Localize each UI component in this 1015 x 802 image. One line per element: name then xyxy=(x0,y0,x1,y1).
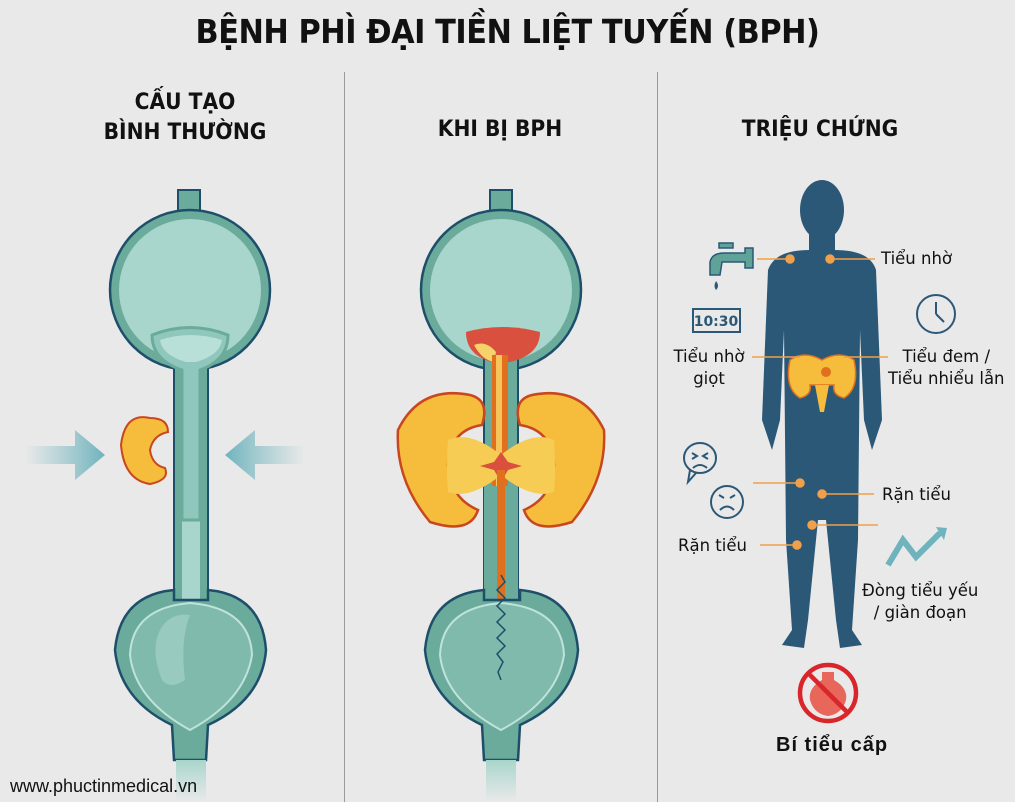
no-bladder-icon xyxy=(797,662,859,724)
column-title-line: CẤU TẠO xyxy=(134,90,236,115)
digital-clock-icon: 10:30 xyxy=(692,308,741,333)
svg-text:10:30: 10:30 xyxy=(694,314,739,330)
column-title-line: BÌNH THƯỜNG xyxy=(103,120,267,145)
column-title-bph: KHI BỊ BPH xyxy=(437,117,563,142)
label-line: / giàn đoạn xyxy=(873,603,967,622)
label-line: Tiểu đem / xyxy=(902,347,991,366)
column-divider xyxy=(344,72,345,802)
label-line: Đòng tiểu yếu xyxy=(862,581,979,600)
page-title: BỆNH PHÌ ĐẠI TIỀN LIỆT TUYẾN (BPH) xyxy=(195,12,820,51)
column-divider xyxy=(657,72,658,802)
label-line: Tiểu nhiểu lẫn xyxy=(888,369,1005,388)
symptom-label-dribble: Tiểu nhờ giọt xyxy=(668,346,750,390)
symptom-pointers xyxy=(752,254,888,550)
symptom-label-nocturia: Tiểu đem / Tiểu nhiểu lẫn xyxy=(888,346,1005,390)
frown-face-icon xyxy=(710,485,744,519)
angry-face-icon xyxy=(683,442,718,486)
faucet-icon xyxy=(709,242,754,290)
symptom-label-weak-stream: Đòng tiểu yếu / giàn đoạn xyxy=(862,580,978,624)
column-title-symptoms: TRIỆU CHỨNG xyxy=(741,117,899,142)
symptom-label-frequent: Tiểu nhờ xyxy=(881,249,953,268)
column-title-normal: CẤU TẠO BÌNH THƯỜNG xyxy=(70,88,300,148)
normal-anatomy xyxy=(25,189,305,802)
website-link[interactable]: www.phuctinmedical.vn xyxy=(10,776,198,796)
label-line: Tiểu nhờ xyxy=(673,347,745,366)
body-silhouette xyxy=(762,180,882,648)
bph-anatomy xyxy=(396,189,606,802)
symptom-label-retention: Bí tiểu cấp xyxy=(776,734,889,756)
symptom-label-straining-right: Rặn tiểu xyxy=(882,485,951,504)
analog-clock-icon xyxy=(916,294,956,334)
symptom-label-straining-left: Rặn tiểu xyxy=(678,536,747,555)
label-line: giọt xyxy=(693,369,725,388)
zigzag-arrow-icon xyxy=(885,527,947,567)
